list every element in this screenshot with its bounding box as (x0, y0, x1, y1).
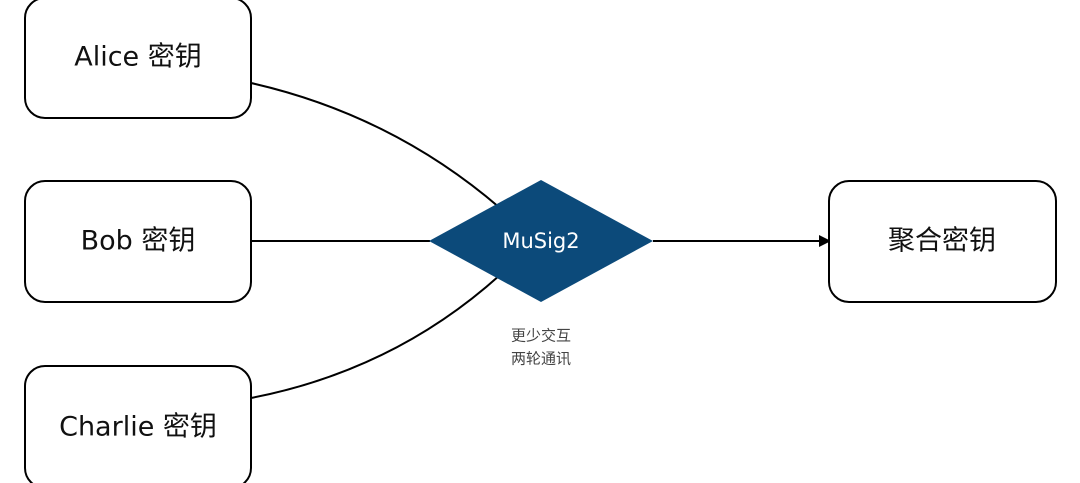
note-line-2: 两轮通讯 (511, 350, 571, 368)
note-line-1: 更少交互 (511, 327, 571, 345)
edge-alice-to-hub (250, 82, 501, 209)
node-bob[interactable]: Bob 密钥 (24, 180, 252, 303)
node-charlie[interactable]: Charlie 密钥 (24, 365, 252, 483)
node-charlie-label: Charlie 密钥 (59, 412, 217, 443)
edge-charlie-to-hub (250, 274, 501, 399)
node-aggregate[interactable]: 聚合密钥 (828, 180, 1057, 303)
hub-label: MuSig2 (502, 229, 579, 253)
hub-diamond-shape (429, 180, 653, 302)
node-alice[interactable]: Alice 密钥 (24, 0, 252, 119)
hub-musig2[interactable]: MuSig2 (429, 180, 653, 302)
node-aggregate-label: 聚合密钥 (888, 226, 996, 257)
node-bob-label: Bob 密钥 (81, 226, 196, 257)
node-alice-label: Alice 密钥 (74, 42, 202, 73)
